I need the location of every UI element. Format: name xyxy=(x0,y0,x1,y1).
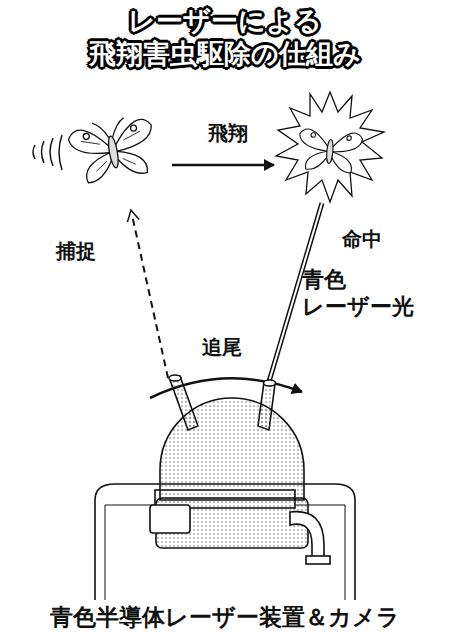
laser-device xyxy=(95,375,355,600)
capture-label: 捕捉 xyxy=(44,238,108,264)
motion-lines xyxy=(33,135,62,170)
capture-line xyxy=(132,215,168,378)
title: レーザーによる 飛翔害虫駆除の仕組み xyxy=(15,4,435,70)
flight-label: 飛翔 xyxy=(196,120,260,146)
caption: 青色半導体レーザー装置＆カメラ xyxy=(5,602,445,632)
hit-label: 命中 xyxy=(330,226,394,252)
moth-flying xyxy=(66,113,159,185)
moth-hit xyxy=(297,128,363,174)
tracking-label: 追尾 xyxy=(190,334,254,360)
hit-burst xyxy=(276,92,384,202)
laser-label: 青色 レーザー光 xyxy=(302,266,442,320)
flight-arrow xyxy=(172,164,274,167)
